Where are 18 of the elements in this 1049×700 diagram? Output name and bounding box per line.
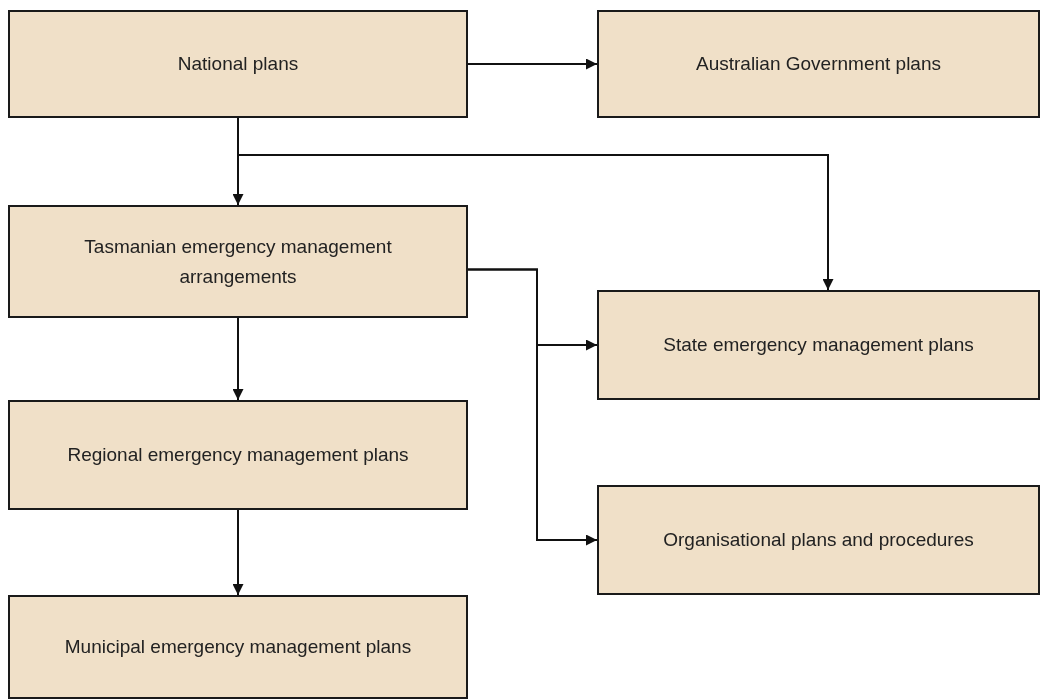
box-label: Municipal emergency management plans xyxy=(63,635,413,660)
plan-box xyxy=(597,290,1040,400)
plan-box xyxy=(8,400,468,510)
arrow xyxy=(467,268,598,546)
plan-box xyxy=(597,10,1040,118)
arrow xyxy=(232,509,244,596)
box-label: National plans xyxy=(176,52,300,77)
plan-box xyxy=(8,205,468,318)
box-label: Organisational plans and procedures xyxy=(662,528,975,553)
plan-box xyxy=(8,10,468,118)
box-label: Australian Government plans xyxy=(695,52,942,77)
box-label: State emergency management plans xyxy=(662,333,975,358)
plan-box xyxy=(8,595,468,699)
box-label: Regional emergency management plans xyxy=(66,443,410,468)
plan-box xyxy=(597,485,1040,595)
box-label: Tasmanian emergency management arrangements xyxy=(83,235,393,289)
arrow xyxy=(467,58,598,70)
arrow xyxy=(232,317,244,401)
